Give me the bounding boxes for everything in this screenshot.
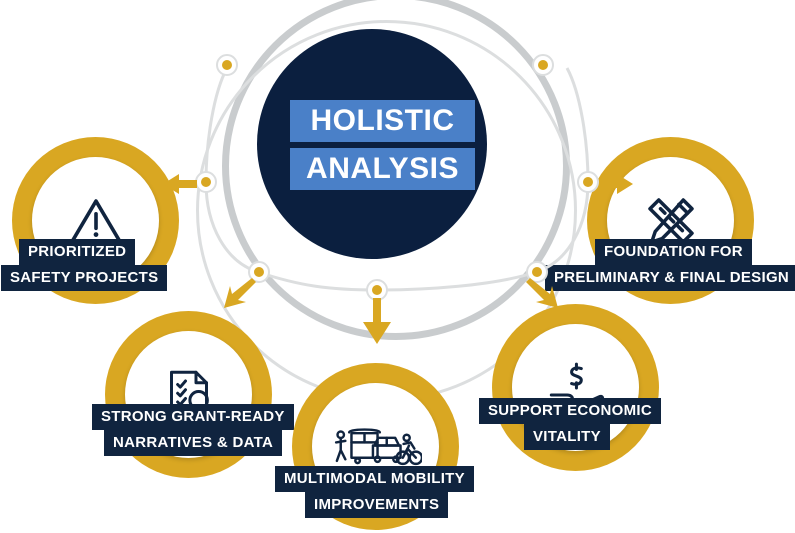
node-label-line2: VITALITY (524, 424, 610, 450)
node-label-line1: STRONG GRANT-READY (92, 404, 294, 430)
node-label-line2: IMPROVEMENTS (305, 492, 449, 518)
node-label-line1: PRIORITIZED (19, 239, 136, 265)
node-label-line2: PRELIMINARY & FINAL DESIGN (545, 265, 795, 291)
hub-circle (257, 29, 487, 259)
hub-labels: HOLISTIC ANALYSIS (290, 100, 475, 190)
arrow-to-grants-node (224, 278, 256, 308)
connector-dot-lower-left (248, 261, 270, 283)
hub-title-line1: HOLISTIC (290, 100, 475, 142)
connector-dot-top-right (532, 54, 554, 76)
node-label-line1: SUPPORT ECONOMIC (479, 398, 661, 424)
connector-dot-right (577, 171, 599, 193)
arrow-to-economy-node (526, 278, 558, 308)
connector-dot-left (195, 171, 217, 193)
hub-title-line2: ANALYSIS (290, 148, 475, 190)
multimodal-transport-icon (330, 421, 422, 473)
node-label-line1: FOUNDATION FOR (595, 239, 752, 265)
connector-dot-lower-right (526, 261, 548, 283)
node-label-line2: NARRATIVES & DATA (104, 430, 283, 456)
node-label-line2: SAFETY PROJECTS (1, 265, 168, 291)
connector-dot-top-left (216, 54, 238, 76)
arrow-to-multimodal-node (363, 298, 391, 344)
arrow-to-design-node (599, 174, 633, 194)
arrow-to-safety-node (163, 174, 197, 194)
node-label-line1: MULTIMODAL MOBILITY (275, 466, 474, 492)
